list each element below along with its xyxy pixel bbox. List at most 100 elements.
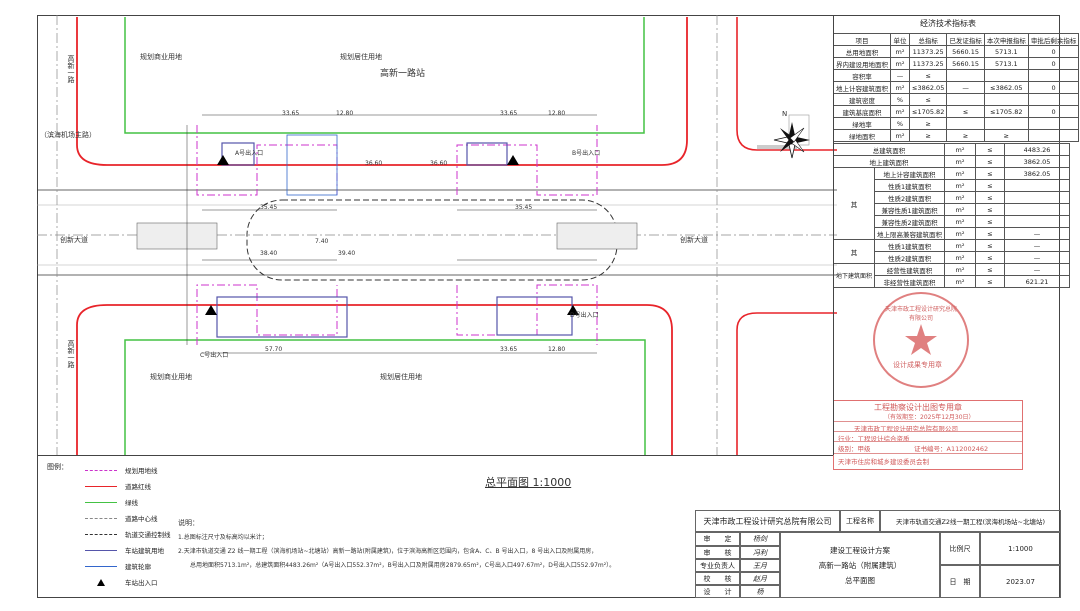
company-name: 天津市政工程设计研究总院有限公司 <box>695 510 840 532</box>
legend-item: 车站出入口 <box>85 577 225 589</box>
role-design: 设 计 <box>695 585 740 598</box>
legend-item: 轨道交通控制线 <box>85 529 225 541</box>
dim-9: 57.70 <box>265 346 283 353</box>
legend-line-icon <box>85 486 117 487</box>
legend-item: 规划用地线 <box>85 465 225 477</box>
dim-4: 12.80 <box>548 110 566 117</box>
station-label: 高新一路站 <box>380 69 426 79</box>
legend-label: 建筑轮廓 <box>125 563 151 571</box>
legend-label: 道路红线 <box>125 483 151 491</box>
south-plot-left: 规划商业用地 <box>150 373 192 381</box>
road-west-label: 创新大道 <box>60 236 88 244</box>
signature-approve: 杨剑 <box>740 532 780 546</box>
scale-value: 1:1000 <box>980 532 1061 565</box>
table-row: 绿地率%≥ <box>833 117 1080 130</box>
entrance-label-b: B号出入口 <box>572 150 601 157</box>
dim-2: 12.80 <box>336 110 354 117</box>
notes-line-2: 2.天津市轨道交通 Z2 线一期工程（滨海机场站~北塘站）高新一路站(附属建筑)… <box>178 548 598 555</box>
dim-1: 33.65 <box>282 110 300 117</box>
vertical-road-label-south: 高新一路 <box>67 340 75 368</box>
divider <box>833 15 834 455</box>
legend-line-icon <box>85 470 117 471</box>
north-plot-left: 规划商业用地 <box>140 53 182 61</box>
certificate-stamp: 工程勘察设计出图专用章 （有效期至：2025年12月30日） 天津市政工程设计研… <box>833 400 1023 470</box>
dim-10: 33.65 <box>500 346 518 353</box>
entrance-label-c: C号出入口 <box>200 352 229 359</box>
compass-label: N <box>782 110 788 118</box>
notes-line-3: 总用地面积5713.1m²，总建筑面积4483.26m²（A号出入口552.37… <box>190 562 616 569</box>
drawing-name-cell: 建设工程设计方案 高新一路站（附属建筑） 总平面图 <box>780 532 940 598</box>
legend-line-icon <box>85 534 117 535</box>
drawing-name-line-3: 总平面图 <box>845 575 875 585</box>
signature-review: 冯利 <box>740 546 780 559</box>
dim-6: 35.45 <box>515 204 533 211</box>
entrance-label-d: D号出入口 <box>570 312 599 319</box>
entrance-triangle-icon <box>97 579 105 586</box>
legend-line-icon <box>85 502 117 503</box>
road-east-label: 创新大道 <box>680 236 708 244</box>
divider <box>38 455 833 456</box>
legend-item: 建筑轮廓 <box>85 561 225 573</box>
dim-14: 7.40 <box>315 238 329 245</box>
date-label: 日 期 <box>940 565 980 598</box>
scale-label: 比例尺 <box>940 532 980 565</box>
design-seal-stamp: 天津市政工程设计研究总院有限公司 设计成果专用章 <box>873 292 969 388</box>
legend-label: 车站出入口 <box>125 579 158 587</box>
legend-line-icon <box>85 518 117 519</box>
dim-7: 38.40 <box>260 250 278 257</box>
dim-13: 36.60 <box>430 160 448 167</box>
table-row: 建筑密度%≤ <box>833 93 1080 106</box>
legend-label: 道路中心线 <box>125 515 158 523</box>
role-approve: 审 定 <box>695 532 740 546</box>
tech-table-title: 经济技术指标表 <box>920 19 976 28</box>
seal-round-bottom: 设计成果专用章 <box>893 361 942 369</box>
signature-lead: 王月 <box>740 559 780 572</box>
entrance-label-a: A号出入口 <box>235 150 264 157</box>
road-side-right: （滨海机场主路） <box>40 131 96 139</box>
legend-label: 车站建筑用地 <box>125 547 164 555</box>
legend-line-icon <box>85 550 117 551</box>
legend-item: 道路中心线 <box>85 513 225 525</box>
dim-5: 35.45 <box>260 204 278 211</box>
legend-item: 车站建筑用地 <box>85 545 225 557</box>
plan-title: 总平面图 1:1000 <box>485 476 572 489</box>
drawing-name-line-2: 高新一路站（附属建筑） <box>818 560 902 570</box>
role-review: 审 核 <box>695 546 740 559</box>
dim-3: 33.65 <box>500 110 518 117</box>
vertical-road-label: 高新一路 <box>67 55 75 83</box>
role-check: 校 核 <box>695 572 740 585</box>
notes-heading: 说明： <box>178 519 199 527</box>
legend-label: 绿线 <box>125 499 138 507</box>
date-value: 2023.07 <box>980 565 1061 598</box>
dim-11: 12.80 <box>548 346 566 353</box>
project-name: 天津市轨道交通Z2线一期工程(滨海机场站~北塘站) <box>880 510 1061 532</box>
south-plot-right: 规划居住用地 <box>380 373 422 381</box>
drawing-name-line-1: 建设工程设计方案 <box>830 545 890 555</box>
legend-item: 绿线 <box>85 497 225 509</box>
legend-label: 轨道交通控制线 <box>125 531 171 539</box>
tech-table-header: 项目 单位 总指标 已发证指标 本次申报指标 审批后剩余指标 <box>833 33 1080 46</box>
role-lead: 专业负责人 <box>695 559 740 572</box>
legend-line-icon <box>85 566 117 567</box>
site-plan-drawing <box>37 15 837 455</box>
seal-round-text: 天津市政工程设计研究总院有限公司 <box>884 306 957 322</box>
north-plot-center: 规划居住用地 <box>340 53 382 61</box>
legend-title: 图例： <box>47 463 68 471</box>
notes-line-1: 1.总图标注尺寸及标高均以米计； <box>178 534 268 541</box>
legend-label: 规划用地线 <box>125 467 158 475</box>
